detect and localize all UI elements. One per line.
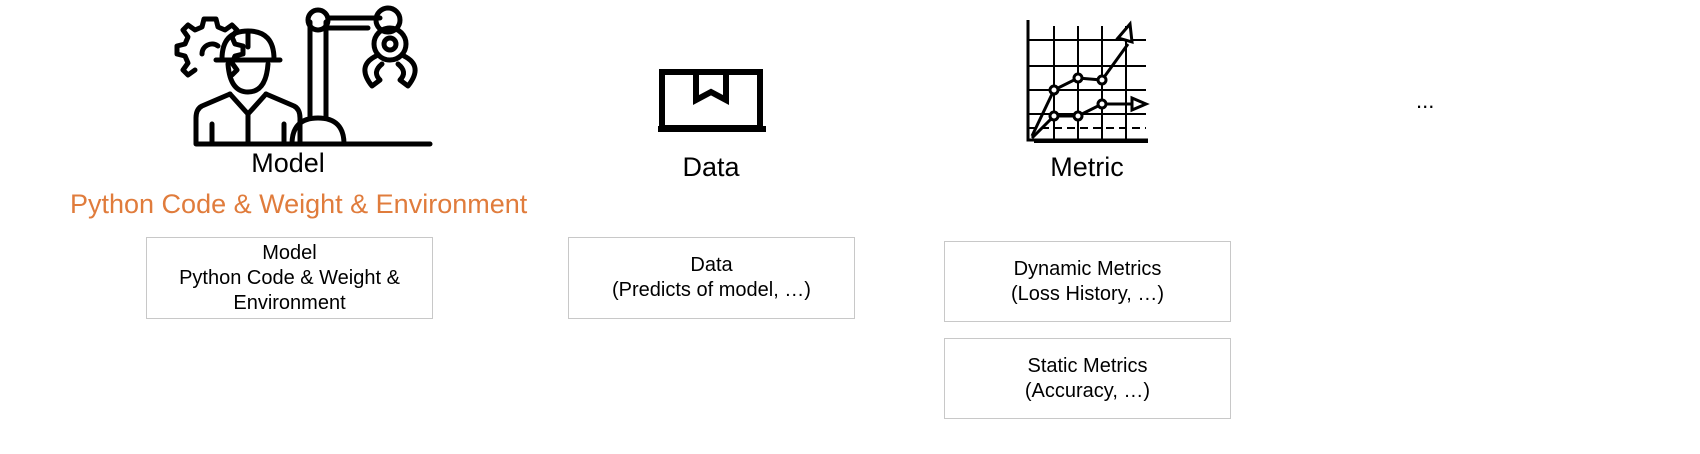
- data-label: Data: [682, 152, 740, 182]
- dynamic-metrics-box: Dynamic Metrics (Loss History, …): [944, 241, 1231, 322]
- more-ellipsis: ...: [1416, 88, 1435, 113]
- dynamic-metrics-title: Dynamic Metrics: [1013, 257, 1162, 280]
- model-box-line2: Python Code & Weight &: [179, 266, 400, 289]
- data-box: Data (Predicts of model, …): [568, 237, 855, 319]
- static-metrics-line2: (Accuracy, …): [1024, 379, 1151, 402]
- metric-label: Metric: [1050, 152, 1124, 182]
- box-icon: [658, 69, 766, 132]
- line-chart-icon: [1026, 20, 1150, 143]
- data-box-title: Data: [690, 254, 733, 276]
- model-box-line3: Environment: [233, 291, 346, 314]
- engineer-robot-arm-icon: [174, 5, 433, 147]
- model-label: Model: [251, 148, 325, 178]
- model-box-title: Model: [262, 241, 317, 264]
- static-metrics-title: Static Metrics: [1027, 354, 1148, 377]
- data-box-line2: (Predicts of model, …): [612, 279, 811, 301]
- dynamic-metrics-line2: (Loss History, …): [1011, 282, 1164, 305]
- model-box: Model Python Code & Weight & Environment: [146, 237, 433, 319]
- model-subtitle: Python Code & Weight & Environment: [70, 189, 528, 219]
- static-metrics-box: Static Metrics (Accuracy, …): [944, 338, 1231, 419]
